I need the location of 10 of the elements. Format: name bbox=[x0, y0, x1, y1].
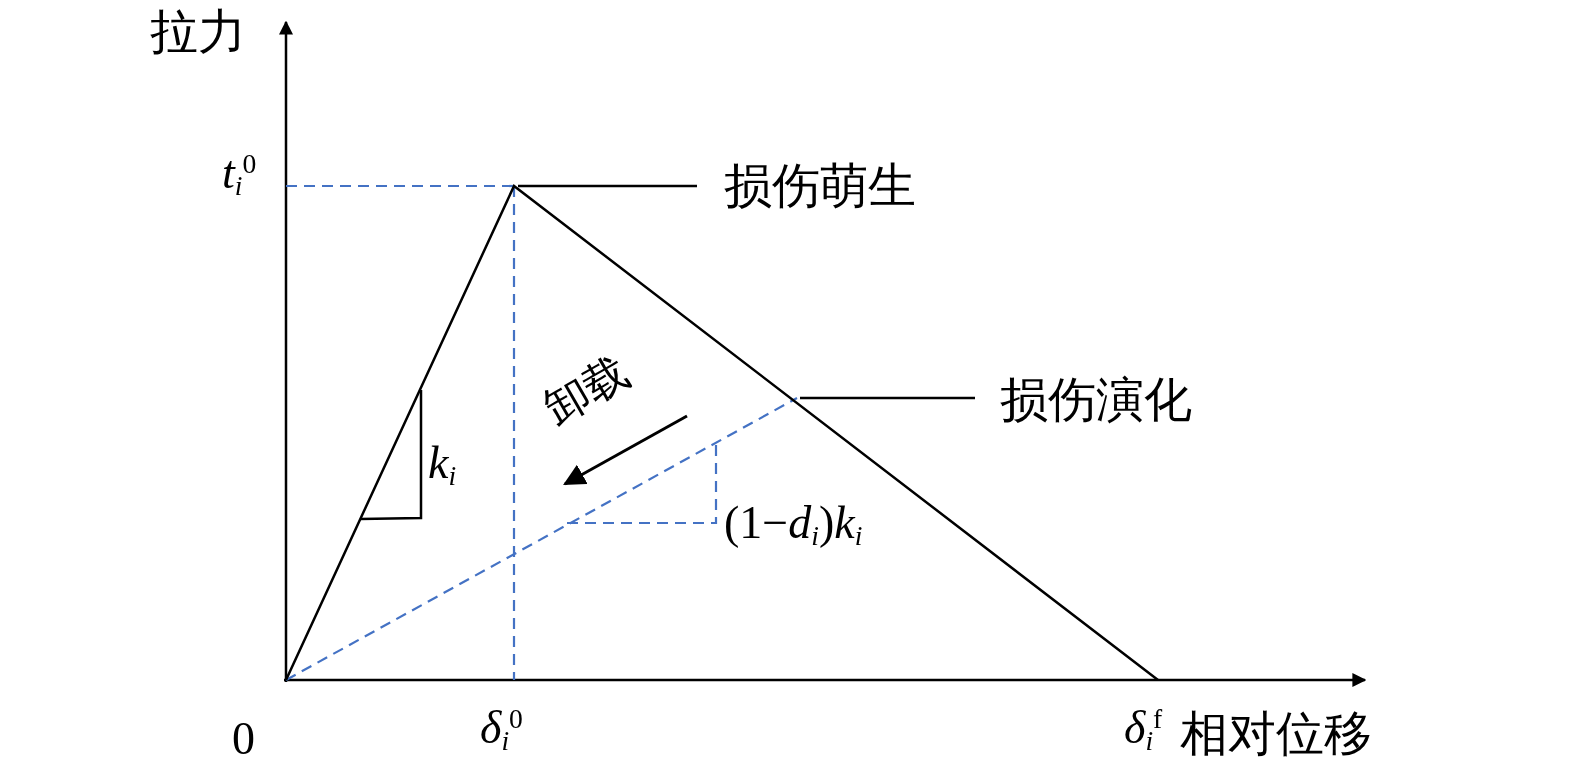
slope-label: k$_{i}$ bbox=[428, 440, 457, 490]
axis-title: 相对位移 bbox=[1180, 710, 1372, 758]
axis-title: 拉力 bbox=[150, 8, 246, 56]
callout-text: 损伤萌生 bbox=[724, 162, 916, 210]
leader-line bbox=[800, 396, 975, 400]
leader-line bbox=[518, 184, 697, 188]
axis-tick-label: 0 bbox=[232, 716, 255, 762]
unloading-label: 卸载 bbox=[538, 349, 637, 432]
callout-text: 损伤演化 bbox=[1000, 376, 1192, 424]
slope-label: (1−d$_{i}$)k$_{i}$ bbox=[724, 500, 863, 550]
